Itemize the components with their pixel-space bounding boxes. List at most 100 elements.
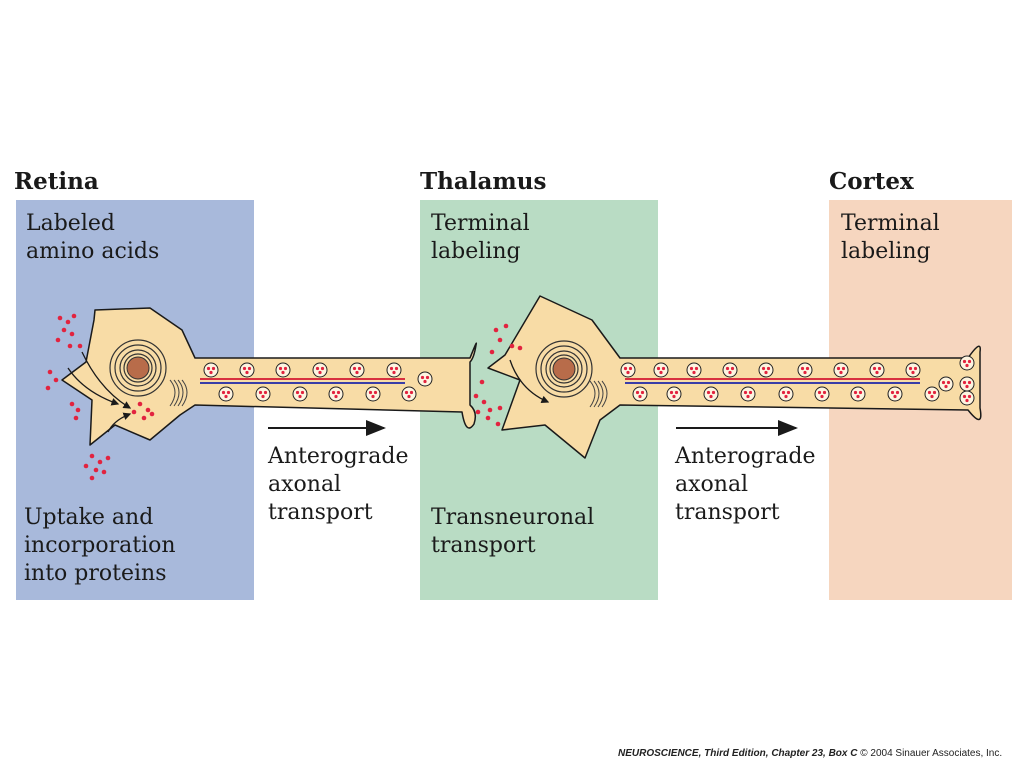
retina-ring (109, 339, 167, 397)
vesicle-dot (932, 390, 937, 395)
vesicle (218, 386, 234, 402)
labeled-amino-acid-dot (73, 415, 79, 421)
labeled-amino-acid-dot (473, 393, 479, 399)
labeled-amino-acid-dot (57, 315, 63, 321)
thalamus-nucleus (552, 357, 576, 381)
labeled-amino-acid-dot (45, 385, 51, 391)
labeled-amino-acid-dot (141, 415, 147, 421)
vesicle (386, 362, 402, 378)
vesicle-dot (206, 366, 211, 371)
labeled-amino-acid-dot (97, 459, 103, 465)
vesicle (417, 371, 433, 387)
vesicle-dot (967, 359, 972, 364)
vesicle-dot (300, 390, 305, 395)
vesicle-dot (764, 370, 768, 375)
vesicle-dot (420, 375, 425, 380)
vesicle-dot (626, 370, 630, 375)
vesicle-dot (263, 390, 268, 395)
labeled-amino-acid-dot (47, 369, 53, 375)
vesicle-dot (911, 370, 915, 375)
vesicle-dot (669, 390, 674, 395)
vesicle (686, 362, 702, 378)
vesicle-dot (423, 379, 427, 384)
cortex-title: Cortex (829, 168, 914, 195)
vesicle-dot (352, 366, 357, 371)
vesicle-dot (357, 366, 362, 371)
caption-copyright: © 2004 Sinauer Associates, Inc. (857, 748, 1003, 759)
vesicle-dot (781, 390, 786, 395)
vesicle-dot (872, 366, 877, 371)
retina-title: Retina (14, 168, 99, 195)
vesicle-dot (803, 370, 807, 375)
vesicle-dot (659, 370, 663, 375)
labeled-amino-acid-dot (55, 337, 61, 343)
labeled-amino-acid-dot (69, 331, 75, 337)
vesicle (740, 386, 756, 402)
labeled-amino-acid-dot (479, 379, 485, 385)
thalamus-golgi (601, 380, 608, 408)
vesicle (255, 386, 271, 402)
vesicle-dot (893, 394, 897, 399)
vesicle (203, 362, 219, 378)
labeled-amino-acid-dot (517, 345, 523, 351)
vesicle-dot (209, 370, 213, 375)
labeled-amino-acid-dot (101, 469, 107, 475)
vesicle-dot (318, 370, 322, 375)
figure-caption: NEUROSCIENCE, Third Edition, Chapter 23,… (618, 748, 1002, 759)
vesicle-dot (334, 394, 338, 399)
vesicle-dot (389, 366, 394, 371)
labeled-amino-acid-dot (509, 343, 515, 349)
vesicle-dot (394, 366, 399, 371)
vesicle-dot (766, 366, 771, 371)
vesicle-dot (661, 366, 666, 371)
vesicle (328, 386, 344, 402)
labeled-amino-acid-dot (131, 409, 137, 415)
vesicle-dot (640, 390, 645, 395)
caption-source: NEUROSCIENCE, Third Edition, Chapter 23,… (618, 748, 858, 759)
vesicle-dot (709, 394, 713, 399)
vesicle-dot (711, 390, 716, 395)
vesicle-dot (628, 366, 633, 371)
vesicle-dot (941, 380, 946, 385)
labeled-amino-acid-dot (89, 453, 95, 459)
vesicle-dot (373, 390, 378, 395)
cortex-top-label: Terminal labeling (841, 211, 940, 264)
vesicle-dot (927, 390, 932, 395)
vesicle-dot (746, 394, 750, 399)
retina-golgi (181, 379, 188, 407)
vesicle-dot (853, 390, 858, 395)
vesicle (401, 386, 417, 402)
vesicle-dot (224, 394, 228, 399)
thalamus-golgi (597, 380, 604, 408)
vesicle (632, 386, 648, 402)
labeled-amino-acid-dot (475, 409, 481, 415)
vesicle-dot (245, 370, 249, 375)
vesicle-dot (298, 394, 302, 399)
vesicle-dot (743, 390, 748, 395)
vesicle-dot (858, 390, 863, 395)
vesicle-dot (226, 390, 231, 395)
vesicle-dot (258, 390, 263, 395)
vesicle-dot (822, 390, 827, 395)
vesicle (275, 362, 291, 378)
labeled-amino-acid-dot (485, 415, 491, 421)
thalamus-ring (549, 354, 579, 384)
vesicle-dot (211, 366, 216, 371)
labeled-amino-acid-dot (487, 407, 493, 413)
thalamus-ring (540, 345, 588, 393)
labeled-amino-acid-dot (149, 411, 155, 417)
arrow-label-2: Anterograde axonal transport (675, 444, 816, 525)
vesicle-dot (748, 390, 753, 395)
labeled-amino-acid-dot (503, 323, 509, 329)
vesicle (959, 376, 975, 392)
labeled-amino-acid-dot (93, 467, 99, 473)
labeled-amino-acid-dot (71, 313, 77, 319)
vesicle (797, 362, 813, 378)
vesicle (959, 355, 975, 371)
vesicle-dot (404, 390, 409, 395)
labeled-amino-acid-dot (489, 349, 495, 355)
vesicle (312, 362, 328, 378)
arrow-label-1: Anterograde axonal transport (268, 444, 409, 525)
vesicle-dot (817, 390, 822, 395)
vesicle-dot (635, 390, 640, 395)
